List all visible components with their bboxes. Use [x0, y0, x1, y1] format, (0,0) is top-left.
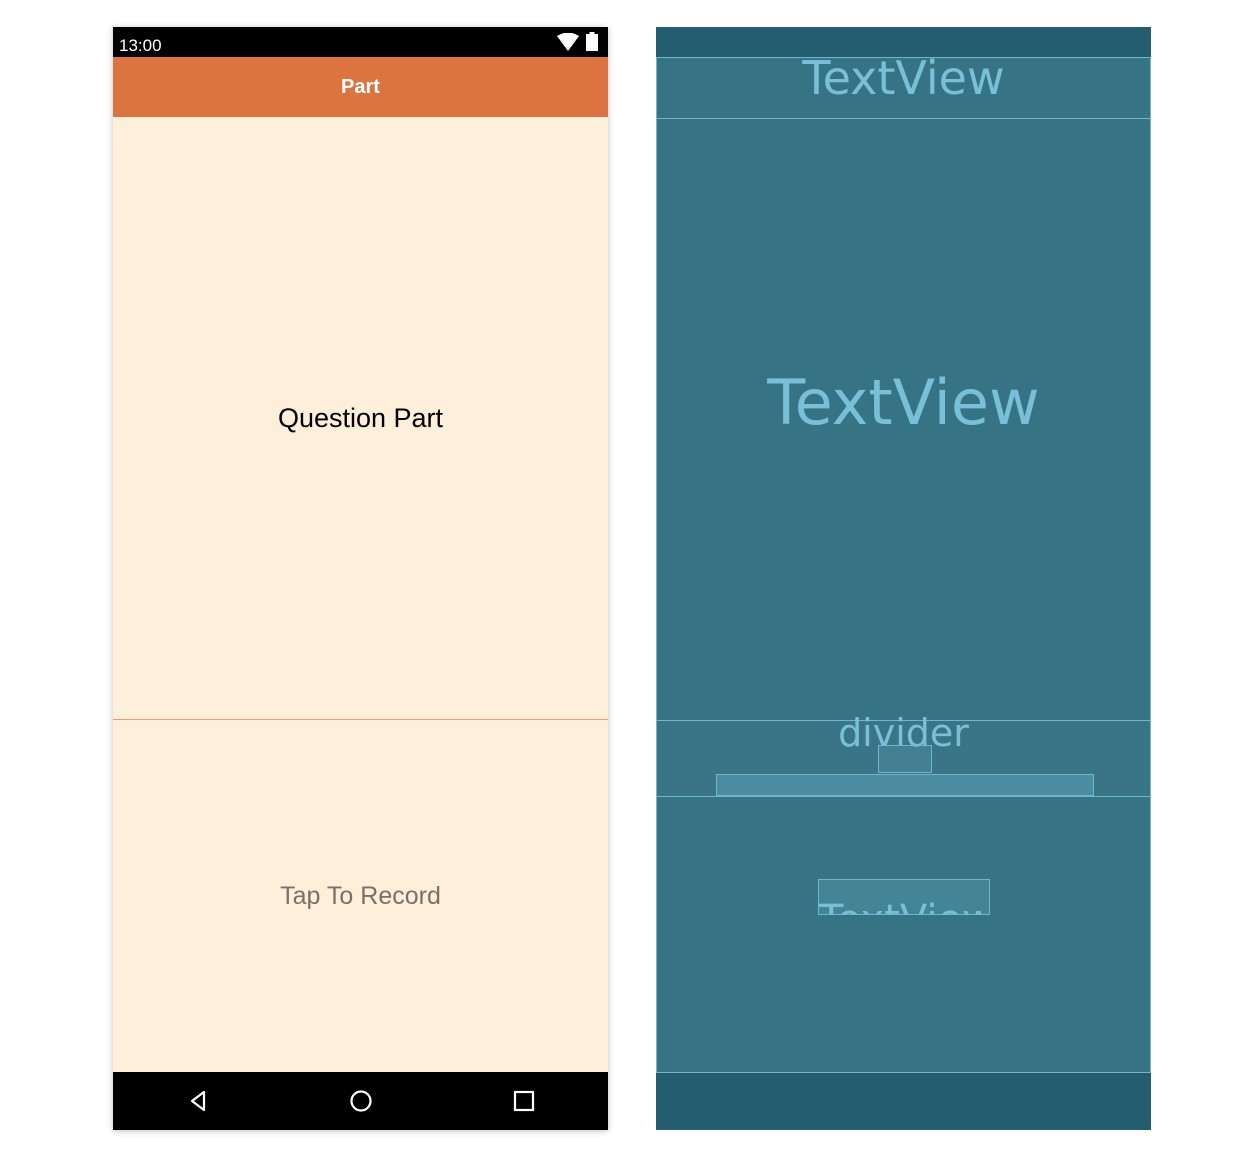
blueprint-status-bar [656, 27, 1151, 57]
blueprint-record-container[interactable] [656, 796, 1151, 1072]
blueprint-preview: TextView TextView divider TextView [656, 27, 1151, 1130]
blueprint-divider[interactable]: divider [656, 711, 1151, 797]
question-text: Question Part [277, 403, 444, 433]
blueprint-small-view[interactable] [878, 745, 932, 773]
blueprint-title-label: TextView [802, 51, 1005, 105]
blueprint-question-label: TextView [767, 366, 1040, 439]
tap-to-record-text[interactable]: Tap To Record [280, 881, 441, 910]
blueprint-divider-label: divider [838, 711, 969, 755]
record-area[interactable]: Tap To Record [113, 720, 608, 1072]
home-icon[interactable] [349, 1089, 373, 1113]
recents-icon[interactable] [512, 1089, 536, 1113]
status-bar: 13:00 [113, 27, 608, 57]
status-time: 13:00 [119, 36, 162, 55]
blueprint-navigation-bar [656, 1072, 1151, 1130]
blueprint-question-textview[interactable]: TextView [656, 118, 1151, 721]
navigation-bar [113, 1072, 608, 1130]
blueprint-record-textview[interactable]: TextView [818, 879, 990, 915]
blueprint-record-label: TextView [819, 898, 989, 914]
app-bar: Part [113, 57, 608, 117]
blueprint-title-textview[interactable]: TextView [656, 51, 1151, 119]
divider [113, 719, 608, 720]
app-bar-title: Part [341, 75, 380, 98]
back-icon[interactable] [186, 1089, 210, 1113]
wifi-icon [557, 33, 579, 51]
battery-icon [586, 32, 598, 51]
design-preview: 13:00 Part Question Part Tap To Record [113, 27, 608, 1130]
blueprint-wide-view[interactable] [716, 774, 1094, 796]
question-area: Question Part [113, 117, 608, 720]
